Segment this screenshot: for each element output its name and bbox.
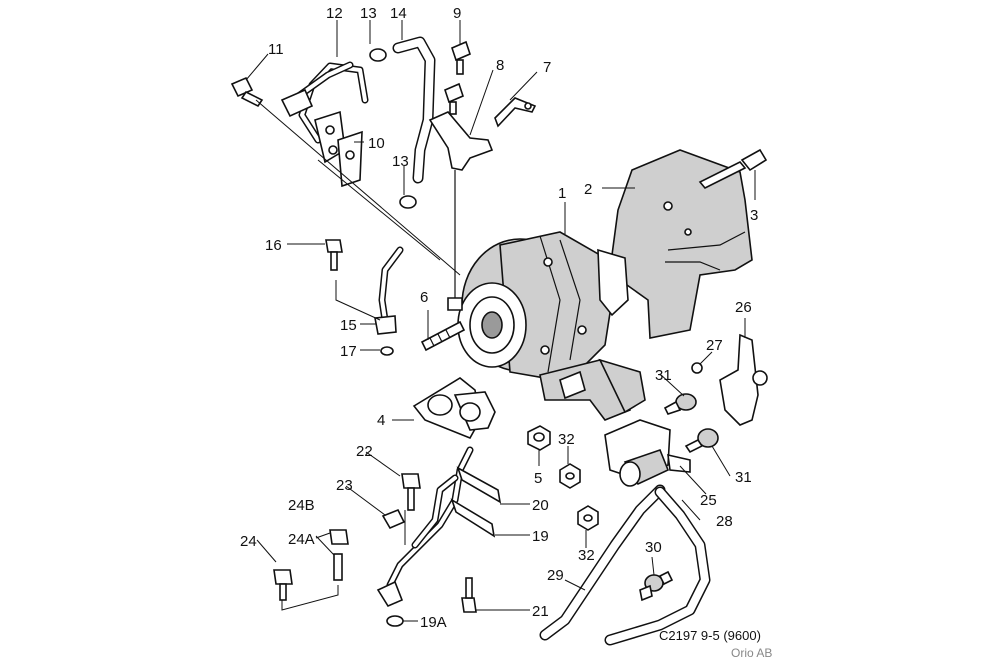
callout-16: 16 [265,237,282,254]
callout-14: 14 [390,5,407,22]
callout-20: 20 [532,497,549,514]
part-check-valve-30 [639,570,674,602]
part-bolt-11 [230,76,264,108]
callout-6: 6 [420,289,428,306]
callout-22: 22 [356,443,373,460]
callout-31-bottom: 31 [735,469,752,486]
part-oil-return-pipe-19 [376,446,502,608]
part-bolt-16 [325,239,343,271]
callout-19a: 19A [420,614,447,631]
part-bolt-21 [461,577,477,613]
callout-15: 15 [340,317,357,334]
part-nut-27 [691,362,703,374]
leader-lines [245,20,756,622]
callout-30: 30 [645,539,662,556]
part-bolt-24 [273,569,293,601]
callout-27: 27 [706,337,723,354]
part-bolt-22 [401,473,421,511]
part-turbocharger [457,231,646,421]
callout-8: 8 [496,57,504,74]
callout-25: 25 [700,492,717,509]
part-damper-31b [684,428,719,454]
part-stud-24a [333,553,343,581]
callout-19: 19 [532,528,549,545]
part-bolt-8 [444,82,464,115]
part-oring-19a [386,615,404,627]
brand-credit: Orio AB [731,646,772,660]
part-nut-5 [527,425,551,451]
part-bracket-26 [719,333,768,426]
part-nut-32b [577,505,599,531]
callout-10: 10 [368,135,385,152]
callout-32-bottom: 32 [578,547,595,564]
callout-24b: 24B [288,497,315,514]
part-bolt-3 [698,148,768,189]
part-vacuum-hose-29 [539,484,666,641]
callout-28: 28 [716,513,733,530]
part-stud-6 [420,320,466,352]
part-bracket-7 [494,97,537,128]
callout-1: 1 [558,185,566,202]
part-return-hose-14 [369,36,436,209]
part-bolt-9 [451,40,471,75]
part-clip-23 [381,508,406,530]
part-nut-32a [559,463,581,489]
callout-labels: 1 2 3 4 5 6 7 8 9 10 11 12 13 14 13 15 1… [240,5,758,631]
figure-code: C2197 9-5 (9600) [659,628,761,643]
part-vacuum-hose-28 [604,486,711,646]
callout-13-top: 13 [360,5,377,22]
callout-24a: 24A [288,531,315,548]
callout-26: 26 [735,299,752,316]
callout-32-top: 32 [558,431,575,448]
part-gasket-4 [412,377,496,440]
part-oil-feed-pipe [280,61,369,188]
callout-5: 5 [534,470,542,487]
part-heat-shield [611,149,753,339]
callout-12: 12 [326,5,343,22]
callout-31-top: 31 [655,367,672,384]
callout-11: 11 [268,41,284,58]
callout-9: 9 [453,5,461,22]
callout-29: 29 [547,567,564,584]
callout-2: 2 [584,181,592,198]
part-oil-drain-pipe-15 [374,246,404,335]
callout-21: 21 [532,603,549,620]
callout-3: 3 [750,207,758,224]
callout-4: 4 [377,412,385,429]
part-nut-24b [329,529,349,545]
part-solenoid-valve-25 [604,419,691,487]
callout-13-mid: 13 [392,153,409,170]
callout-23: 23 [336,477,353,494]
callout-17: 17 [340,343,357,360]
part-oring-17 [380,346,394,356]
part-bracket-8 [428,111,494,311]
part-damper-31a [663,393,697,415]
callout-7: 7 [543,59,551,76]
callout-24: 24 [240,533,257,550]
